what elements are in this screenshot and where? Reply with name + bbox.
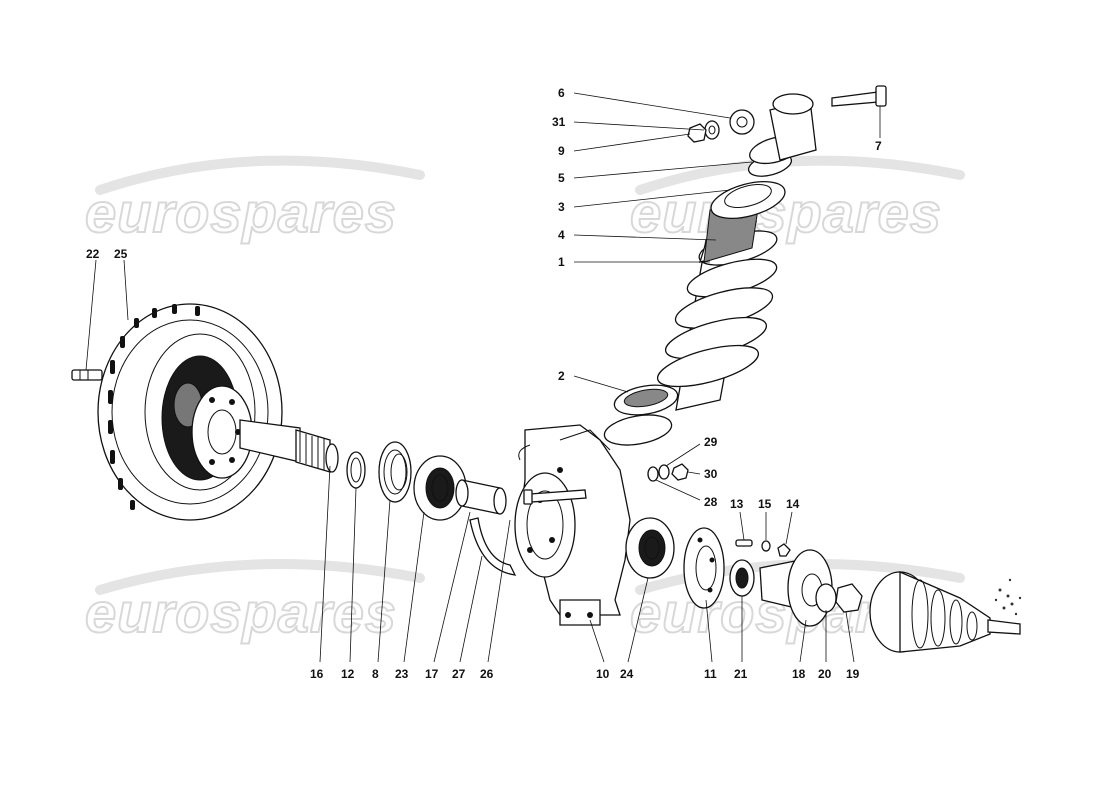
callout-5: 5 <box>558 171 565 185</box>
callout-20: 20 <box>818 667 832 681</box>
oil-seal-8 <box>378 441 412 503</box>
callout-29: 29 <box>704 435 718 449</box>
callout-1: 1 <box>558 255 565 269</box>
callout-17: 17 <box>425 667 439 681</box>
callout-7: 7 <box>875 139 882 153</box>
callout-24: 24 <box>620 667 634 681</box>
callout-16: 16 <box>310 667 324 681</box>
shim-27 <box>469 517 517 576</box>
spacer-tube-17 <box>455 479 507 515</box>
callout-labels: 6 31 9 5 3 4 1 2 7 22 25 16 12 8 23 17 2… <box>86 86 882 681</box>
hub-carrier-10 <box>514 424 631 626</box>
watermark-top-left: eurospares <box>85 181 397 244</box>
callout-13: 13 <box>730 497 744 511</box>
washer-20-nut-19 <box>815 583 863 613</box>
callout-4: 4 <box>558 228 565 242</box>
callout-9: 9 <box>558 144 565 158</box>
callout-23: 23 <box>395 667 409 681</box>
callout-31: 31 <box>552 115 566 129</box>
watermark-top-right: eurospares <box>630 181 942 244</box>
flange-11 <box>683 527 725 609</box>
callout-30: 30 <box>704 467 718 481</box>
brake-disc <box>97 303 283 521</box>
watermark-bottom-left: eurospares <box>85 581 397 644</box>
upper-eye <box>769 93 817 161</box>
nut-21 <box>729 559 755 597</box>
wheel-hub-shaft <box>191 385 339 479</box>
cv-joint-boot <box>869 571 1022 653</box>
callout-27: 27 <box>452 667 466 681</box>
callout-10: 10 <box>596 667 610 681</box>
spring-seat-3 <box>710 181 786 219</box>
callout-21: 21 <box>734 667 748 681</box>
callout-8: 8 <box>372 667 379 681</box>
callout-2: 2 <box>558 369 565 383</box>
callout-3: 3 <box>558 200 565 214</box>
callout-19: 19 <box>846 667 860 681</box>
stud-13-washer-15-nut-14 <box>735 539 791 557</box>
bearing-24 <box>625 517 675 579</box>
lower-spring-seat-2 <box>603 384 679 446</box>
washer-31 <box>704 120 720 140</box>
callout-15: 15 <box>758 497 772 511</box>
leader-lines <box>85 92 881 663</box>
callout-25: 25 <box>114 247 128 261</box>
callout-22: 22 <box>86 247 100 261</box>
washers-28-29-30 <box>647 463 689 482</box>
callout-14: 14 <box>786 497 800 511</box>
spacer-ring-12 <box>346 451 366 489</box>
bush-6 <box>729 109 755 135</box>
bolt-26 <box>523 489 587 505</box>
wheel-stud <box>71 369 103 381</box>
bolt-7 <box>831 85 887 107</box>
callout-26: 26 <box>480 667 494 681</box>
nut-9 <box>687 123 707 143</box>
callout-28: 28 <box>704 495 718 509</box>
callout-12: 12 <box>341 667 355 681</box>
callout-18: 18 <box>792 667 806 681</box>
callout-11: 11 <box>704 667 717 681</box>
callout-6: 6 <box>558 86 565 100</box>
